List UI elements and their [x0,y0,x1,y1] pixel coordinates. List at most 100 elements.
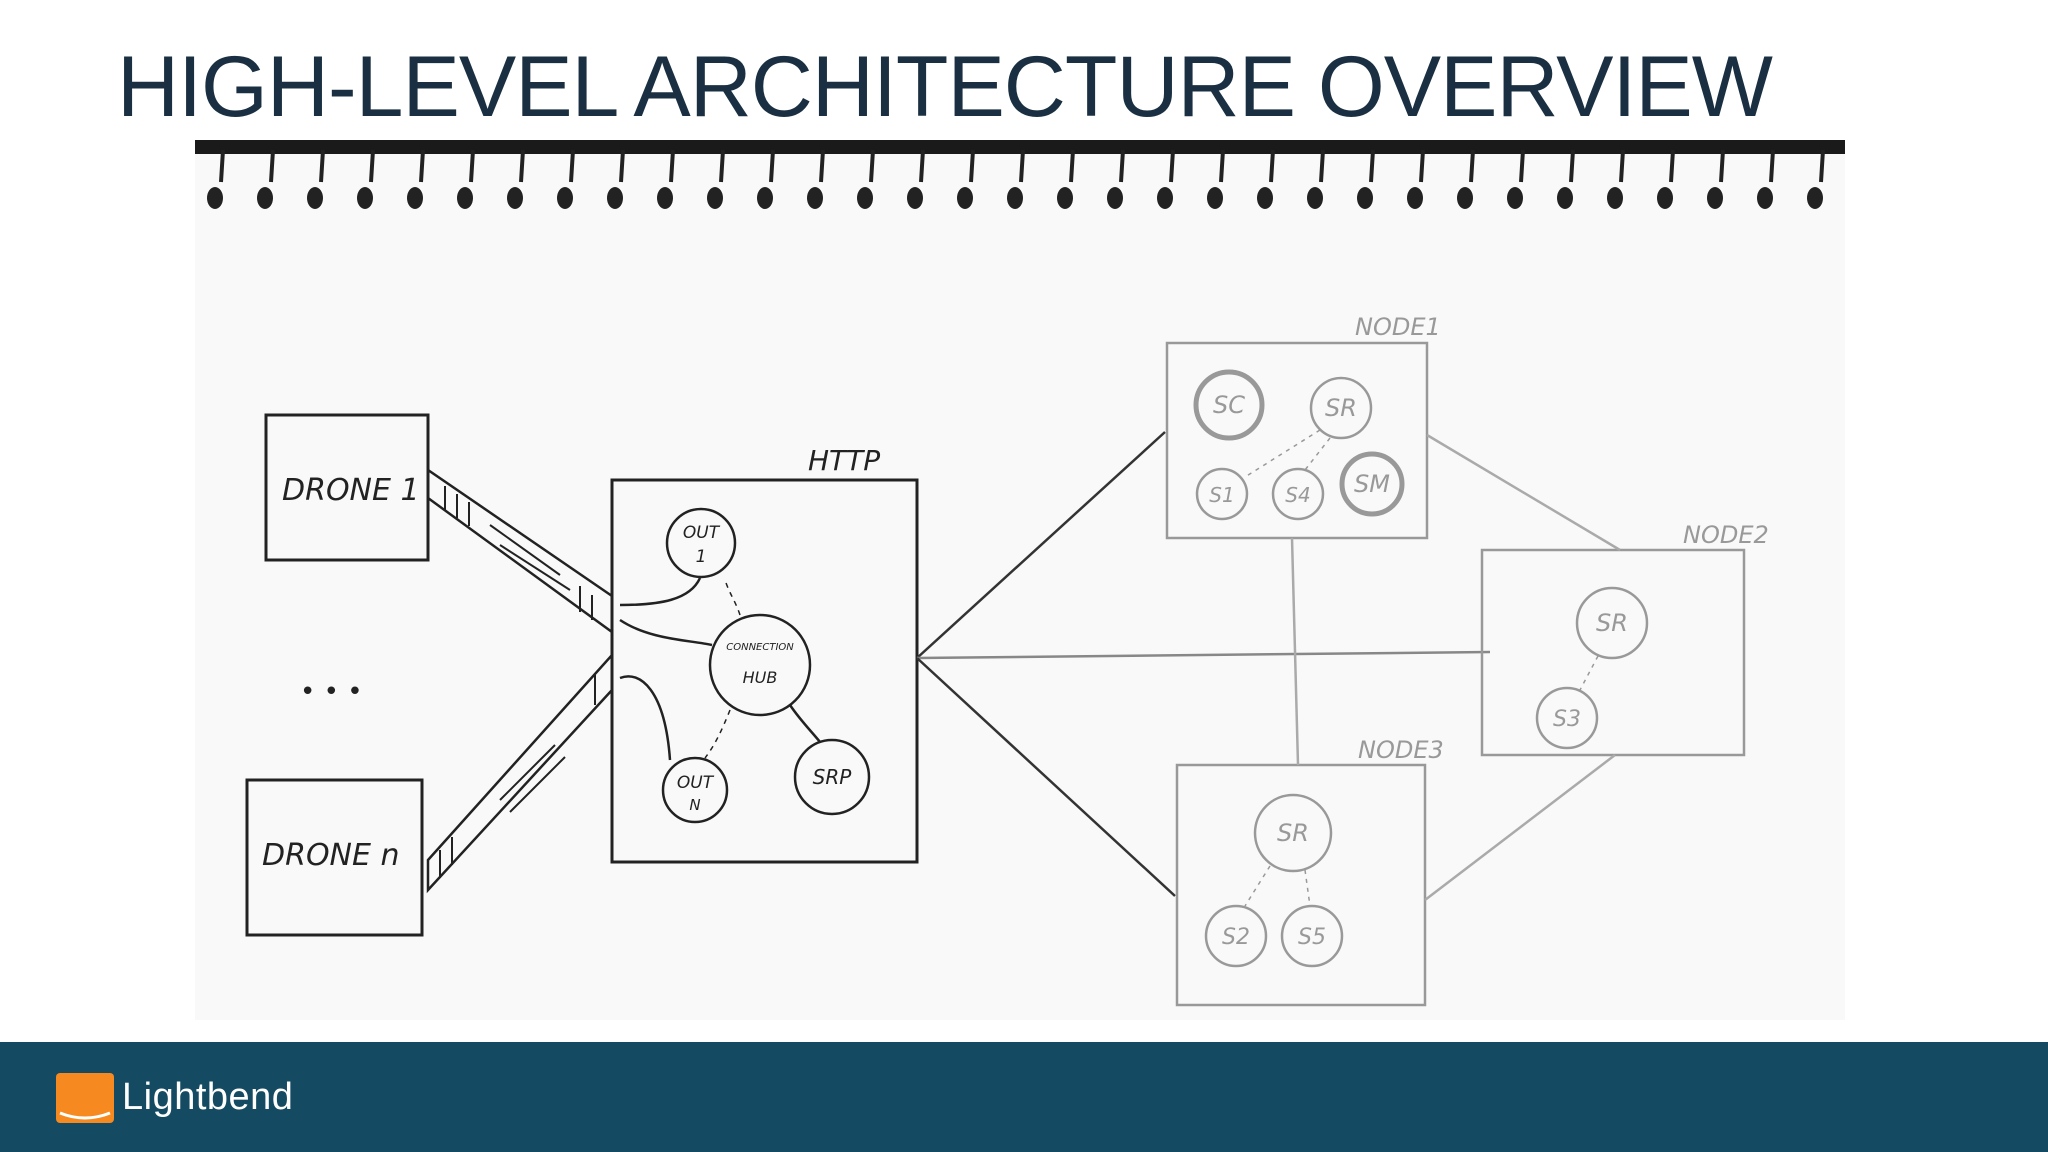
drone-1-label: DRONE 1 [282,473,420,508]
spiral-ring [269,149,275,183]
svg-text:1: 1 [696,547,707,567]
svg-text:NODE1: NODE1 [1355,313,1441,341]
svg-text:SRP: SRP [813,765,853,789]
svg-text:S2: S2 [1222,925,1250,950]
spiral-ring [1619,149,1625,183]
spiral-hole [1657,187,1673,209]
svg-text:SR: SR [1277,819,1309,847]
spiral-ring [1719,149,1725,183]
svg-text:NODE3: NODE3 [1358,736,1444,764]
notebook-page [195,140,1845,1020]
spiral-hole [607,187,623,209]
spiral-ring [369,149,375,183]
spiral-ring [1219,149,1225,183]
spiral-hole [1307,187,1323,209]
out-n-circle [661,756,729,824]
spiral-ring [719,149,725,183]
drone-1-box: DRONE 1 [264,413,430,562]
hub-node-links [916,431,1491,897]
spiral-hole [1557,187,1573,209]
http-server-box: HTTP OUT 1 CONNECTION HUB OUT N SRP [610,444,919,864]
spiral-ring [769,149,775,183]
spiral-ring [1819,149,1825,183]
spiral-hole [1757,187,1773,209]
drone-ellipsis: • • • [300,677,363,707]
spiral-ring [969,149,975,183]
spiral-ring [1419,149,1425,183]
svg-text:SR: SR [1325,394,1357,422]
spiral-hole [457,187,473,209]
drone-n-box: DRONE n [245,778,424,937]
brand-name: Lightbend [122,1076,294,1118]
spiral-ring [319,149,325,183]
spiral-hole [857,187,873,209]
spiral-ring [1319,149,1325,183]
node-3-box: NODE3 SR S2 S5 [1175,736,1444,1007]
spiral-ring [519,149,525,183]
architecture-sketch: DRONE 1 • • • DRONE n HTTP OUT 1 CONNECT… [245,313,1769,1007]
spiral-hole [1007,187,1023,209]
spiral-ring [569,149,575,183]
drone-n-connection [426,651,614,894]
http-label: HTTP [808,444,880,477]
node-1-box: NODE1 SC SR S1 S4 SM [1165,313,1441,540]
spiral-hole [257,187,273,209]
svg-text:OUT: OUT [683,523,721,543]
spiral-hole [807,187,823,209]
spiral-ring [469,149,475,183]
node-2-box: NODE2 SR S3 [1480,521,1769,757]
svg-text:CONNECTION: CONNECTION [726,642,794,653]
svg-text:SR: SR [1596,609,1628,637]
spiral-ring [669,149,675,183]
spiral-hole [957,187,973,209]
spiral-ring [619,149,625,183]
spiral-ring [869,149,875,183]
out-1-circle [665,507,737,579]
spiral-ring [1169,149,1175,183]
footer-bar [0,1042,2048,1152]
svg-text:S3: S3 [1553,707,1581,732]
spiral-hole [1057,187,1073,209]
spiral-hole [207,187,223,209]
spiral-ring [1269,149,1275,183]
spiral-hole [307,187,323,209]
spiral-hole [1507,187,1523,209]
spiral-ring [1019,149,1025,183]
spiral-hole [557,187,573,209]
spiral-hole [1457,187,1473,209]
spiral-hole [707,187,723,209]
spiral-ring [1119,149,1125,183]
spiral-ring [1519,149,1525,183]
drone-1-connection [426,467,614,635]
spiral-hole [407,187,423,209]
spiral-ring [819,149,825,183]
svg-text:S1: S1 [1209,483,1234,507]
spiral-ring [219,149,225,183]
spiral-hole [1357,187,1373,209]
spiral-ring [919,149,925,183]
spiral-hole [1157,187,1173,209]
node-interconnects [1290,433,1621,901]
svg-text:S4: S4 [1285,483,1310,507]
svg-text:SM: SM [1354,470,1390,498]
spiral-hole [1407,187,1423,209]
spiral-ring [1569,149,1575,183]
spiral-hole [1707,187,1723,209]
spiral-ring [419,149,425,183]
drone-n-label: DRONE n [262,838,400,873]
spiral-hole [1607,187,1623,209]
spiral-binding [195,140,1845,209]
spiral-hole [657,187,673,209]
svg-text:OUT: OUT [677,773,715,793]
slide-title: HIGH-LEVEL ARCHITECTURE OVERVIEW [117,39,1773,135]
spiral-bar [195,140,1845,154]
spiral-hole [757,187,773,209]
svg-text:HUB: HUB [743,668,778,687]
spiral-ring [1669,149,1675,183]
spiral-hole [1257,187,1273,209]
svg-text:SC: SC [1213,391,1245,419]
spiral-hole [507,187,523,209]
svg-text:NODE2: NODE2 [1683,521,1769,549]
spiral-ring [1769,149,1775,183]
spiral-ring [1469,149,1475,183]
